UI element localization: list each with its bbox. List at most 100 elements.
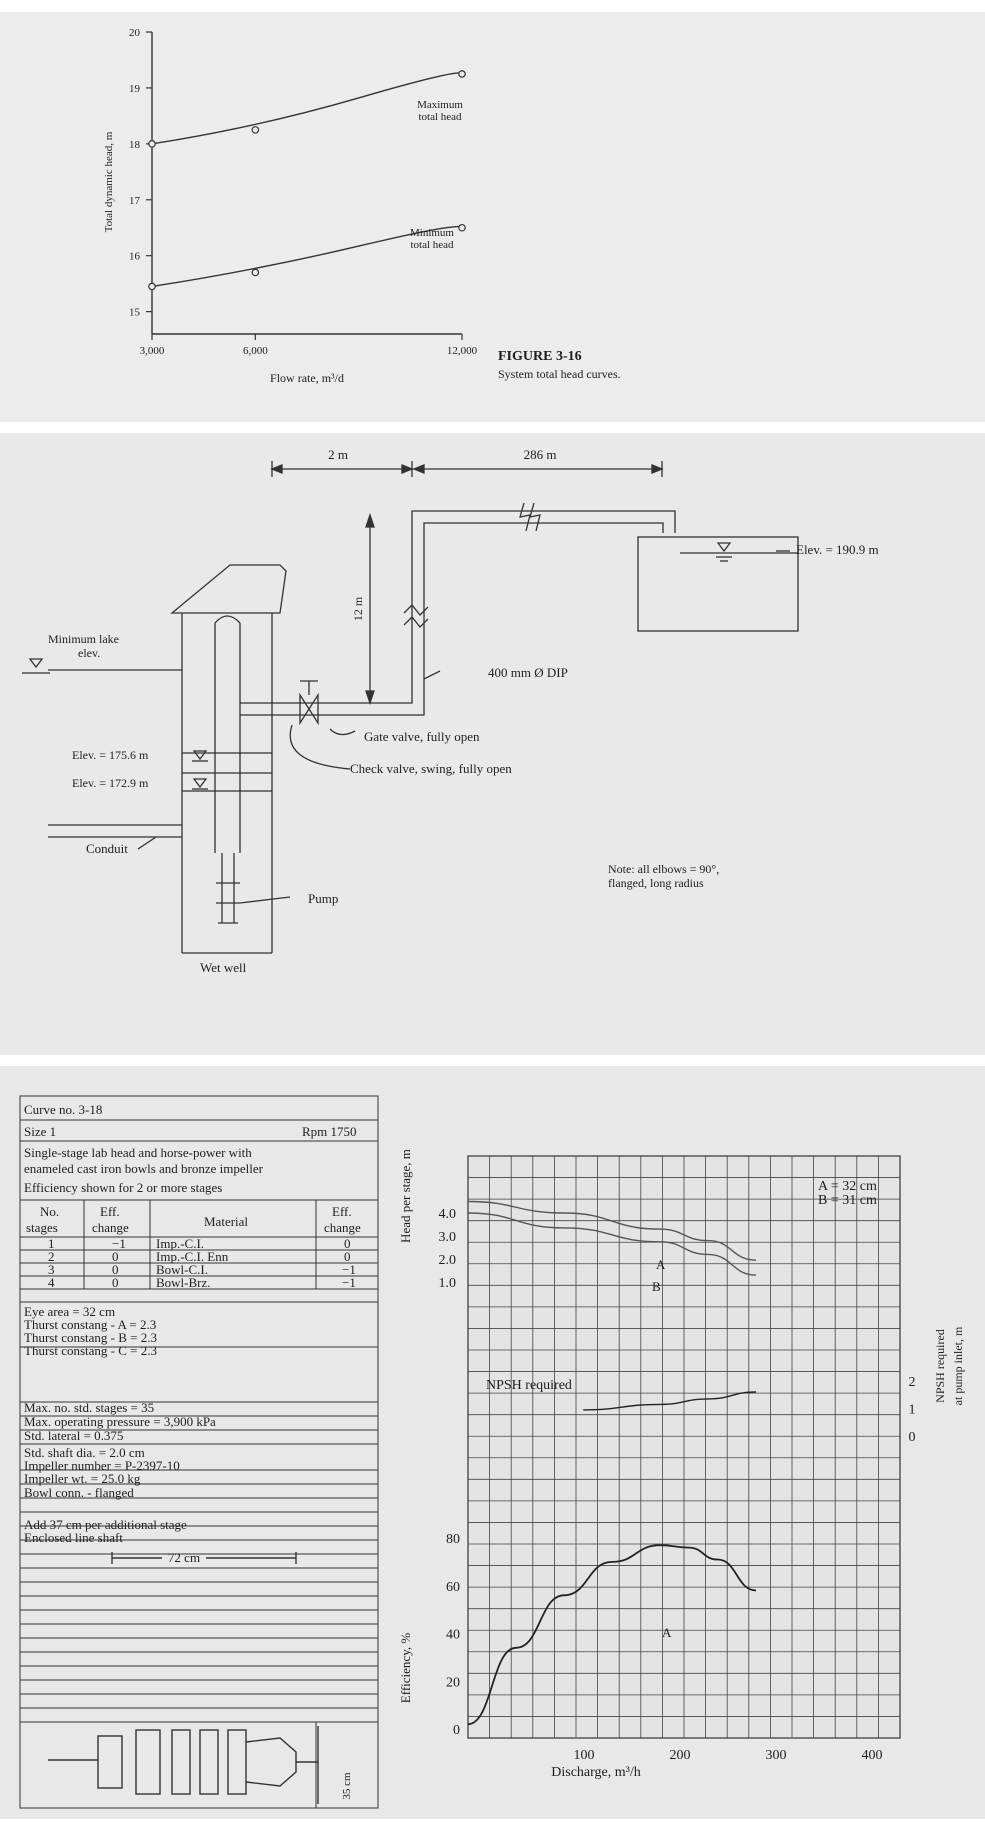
- legend-a: A = 32 cm: [818, 1179, 877, 1194]
- figure-number: FIGURE 3-16: [498, 349, 582, 364]
- dim-2m-label: 2 m: [328, 447, 348, 462]
- table-row-3-no: 3: [48, 1262, 55, 1277]
- add-stage-note: Add 37 cm per additional stage: [24, 1517, 187, 1532]
- npsh-tick-label: 1: [909, 1403, 916, 1418]
- thrust-b: Thurst constang - B = 2.3: [24, 1330, 157, 1345]
- dim-72cm: 72 cm: [168, 1550, 200, 1565]
- thrust-c: Thurst constang - C = 2.3: [24, 1343, 157, 1358]
- table-row-3-eff2: −1: [342, 1262, 356, 1277]
- data-point: [458, 70, 466, 78]
- y-tick-label: 20: [129, 27, 141, 39]
- efficiency-axis-label: Efficiency, %: [398, 1633, 413, 1704]
- discharge-pipe: [300, 510, 676, 704]
- legend-b: B = 31 cm: [818, 1193, 877, 1208]
- head-tick-label: 3.0: [439, 1230, 457, 1245]
- note-line1: Note: all elbows = 90°,: [608, 862, 719, 876]
- impeller-number: Impeller number = P-2397-10: [24, 1458, 180, 1473]
- pump-house-roof: [170, 564, 287, 614]
- table-row-4-no: 4: [48, 1275, 55, 1290]
- pump-curve-grid: [467, 1155, 901, 1739]
- discharge-tick-label: 100: [574, 1748, 595, 1763]
- x-tick-label: 12,000: [447, 345, 478, 357]
- series-line-min: [151, 225, 463, 288]
- discharge-tick-label: 200: [670, 1748, 691, 1763]
- efficiency-curve-a-label: A: [662, 1625, 672, 1640]
- pump-curve-panel: Curve no. 3-18 Size 1 Rpm 1750 Single-st…: [0, 1066, 985, 1819]
- col-eff-header-2: change: [92, 1220, 129, 1235]
- description-line3: Efficiency shown for 2 or more stages: [24, 1180, 222, 1195]
- head-tick-label: 2.0: [439, 1253, 457, 1268]
- head-curve-a: [467, 1200, 757, 1261]
- efficiency-tick-label: 40: [446, 1628, 460, 1643]
- y-tick-label: 18: [129, 139, 141, 151]
- col-no-header-1: No.: [40, 1204, 59, 1219]
- npsh-tick-label: 2: [909, 1375, 916, 1390]
- min-lake-label-line1: Minimum lake: [48, 632, 119, 646]
- x-axis-label: Flow rate, m³/d: [270, 371, 344, 385]
- y-axis-label: Total dynamic head, m: [103, 131, 115, 232]
- elevated-tank: [637, 536, 799, 632]
- pump-size: Size 1: [24, 1124, 56, 1139]
- data-point: [251, 268, 260, 277]
- col-eff2-header-1: Eff.: [332, 1204, 352, 1219]
- dim-286m-label: 286 m: [524, 447, 557, 462]
- efficiency-tick-label: 20: [446, 1675, 460, 1690]
- data-point: [148, 282, 156, 291]
- gate-valve-symbol: [299, 692, 319, 726]
- table-row-4-eff: 0: [112, 1275, 119, 1290]
- efficiency-tick-label: 80: [446, 1532, 460, 1547]
- table-row-3-eff: 0: [112, 1262, 119, 1277]
- dim-35cm: 35 cm: [341, 1772, 353, 1800]
- table-row-3-material: Bowl-C.I.: [156, 1262, 208, 1277]
- discharge-axis-label: Discharge, m³/h: [551, 1765, 640, 1780]
- col-material-header: Material: [204, 1214, 248, 1229]
- impeller-weight: Impeller wt. = 25.0 kg: [24, 1471, 141, 1486]
- table-row-1-material: Imp.-C.I.: [156, 1236, 204, 1251]
- pump-label: Pump: [308, 891, 338, 906]
- npsh-curve-npsh-required: [583, 1391, 757, 1411]
- pump-bowl-drawing: [48, 1552, 319, 1804]
- table-row-1-no: 1: [48, 1236, 55, 1251]
- table-row-2-no: 2: [48, 1249, 55, 1264]
- description-line2: enameled cast iron bowls and bronze impe…: [24, 1161, 264, 1176]
- efficiency-curve-a: [467, 1544, 757, 1726]
- npsh-axis-label-1: NPSH required: [933, 1329, 947, 1403]
- head-tick-label: 4.0: [439, 1207, 457, 1222]
- col-no-header-2: stages: [26, 1220, 58, 1235]
- pump-station-diagram-panel: 2 m 286 m 12 m Elev. = 190.9 m Minimum l…: [0, 433, 985, 1055]
- pump-station-diagram: 2 m 286 m 12 m Elev. = 190.9 m Minimum l…: [22, 447, 879, 975]
- efficiency-tick-label: 0: [453, 1723, 460, 1738]
- table-row-1-eff: −1: [112, 1236, 126, 1251]
- x-tick-label: 3,000: [140, 345, 165, 357]
- x-tick-label: 6,000: [243, 345, 268, 357]
- note-line2: flanged, long radius: [608, 876, 704, 890]
- pump-data-table: [19, 1095, 379, 1809]
- wet-well-label: Wet well: [200, 960, 247, 975]
- y-tick-label: 19: [129, 83, 141, 95]
- curve-b-label: B: [652, 1279, 661, 1294]
- description-line1: Single-stage lab head and horse-power wi…: [24, 1145, 252, 1160]
- efficiency-tick-label: 60: [446, 1580, 460, 1595]
- table-row-2-material: Imp.-C.I. Enn: [156, 1249, 229, 1264]
- curve-a-label: A: [656, 1257, 666, 1272]
- min-head-annotation-line2: total head: [410, 239, 454, 251]
- discharge-tick-label: 300: [766, 1748, 787, 1763]
- pipe-label: 400 mm Ø DIP: [488, 665, 568, 680]
- max-head-annotation-line2: total head: [418, 111, 462, 123]
- bowl-connection: Bowl conn. - flanged: [24, 1485, 134, 1500]
- max-stages: Max. no. std. stages = 35: [24, 1400, 154, 1415]
- pump-curve-series: [467, 1200, 757, 1726]
- head-tick-label: 1.0: [439, 1276, 457, 1291]
- pump-column: [221, 853, 235, 923]
- min-head-annotation-line1: Minimum: [410, 227, 454, 239]
- thrust-a: Thurst constang - A = 2.3: [24, 1317, 156, 1332]
- table-row-4-material: Bowl-Brz.: [156, 1275, 211, 1290]
- dim-12m-label: 12 m: [351, 596, 365, 621]
- table-row-4-eff2: −1: [342, 1275, 356, 1290]
- min-lake-label-line2: elev.: [78, 646, 100, 660]
- figure-caption: System total head curves.: [498, 367, 621, 381]
- max-head-annotation-line1: Maximum: [417, 99, 463, 111]
